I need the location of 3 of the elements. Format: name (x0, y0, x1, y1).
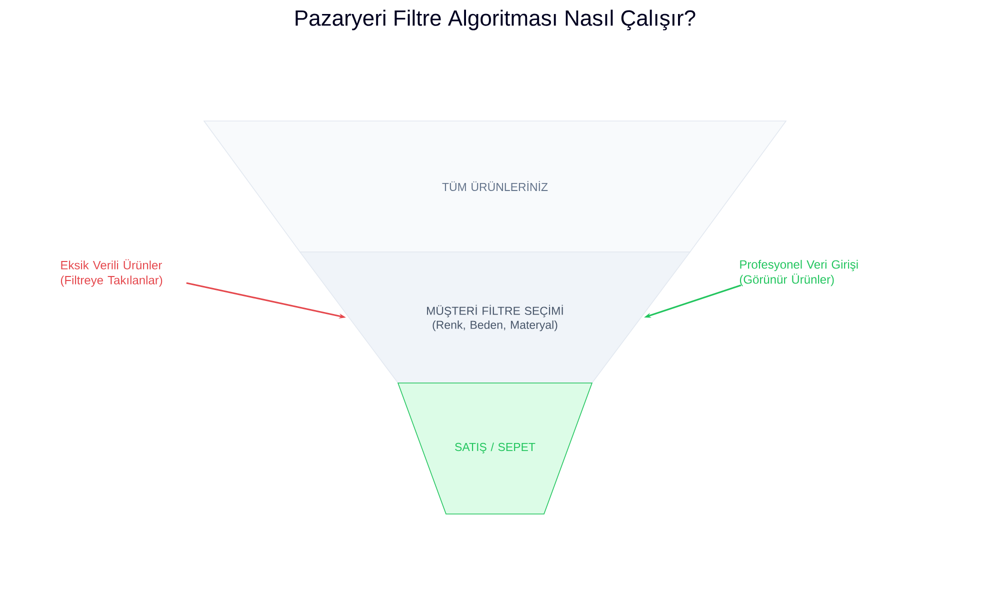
title: Pazaryeri Filtre Algoritması Nasıl Çalışır? (296, 10, 696, 30)
callout-text: Eksik Verili Ürünler (Filtreye Takılanlar) (60, 259, 162, 287)
callout-text: Profesyonel Veri Girişi (Görünür Ürünler) (740, 260, 858, 286)
